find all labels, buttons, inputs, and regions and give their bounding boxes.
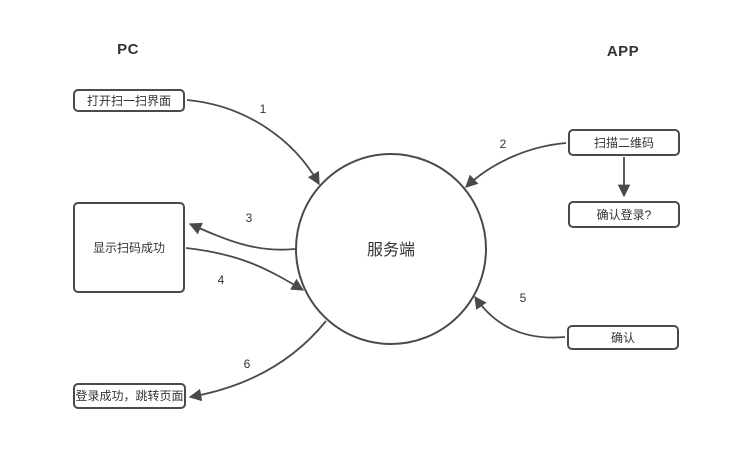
step-label-6: 6: [243, 357, 251, 371]
node-login-success-redirect: 登录成功，跳转页面: [73, 383, 186, 409]
node-show-scan-success: 显示扫码成功: [73, 202, 185, 293]
step-label-4: 4: [217, 273, 225, 287]
arrow-step-4: [185, 247, 305, 291]
step-label-2: 2: [499, 137, 507, 151]
server-label: 服务端: [366, 242, 416, 259]
arrow-step-6: [188, 320, 327, 402]
node-confirm: 确认: [567, 325, 679, 350]
node-open-scan-page: 打开扫一扫界面: [73, 89, 185, 112]
arrow-step-3: [188, 222, 296, 251]
node-confirm-login: 确认登录?: [568, 201, 680, 228]
lane-label-app: APP: [606, 43, 640, 60]
server-circle: [295, 153, 487, 345]
arrow-step-1: [186, 99, 320, 186]
node-confirm-label: 确认: [610, 330, 635, 345]
node-scan-qrcode-label: 扫描二维码: [593, 135, 654, 150]
arrow-step-2: [465, 142, 567, 188]
node-scan-qrcode: 扫描二维码: [568, 129, 680, 156]
step-label-3: 3: [245, 211, 253, 225]
step-label-5: 5: [519, 291, 527, 305]
lane-label-pc: PC: [117, 41, 139, 58]
node-login-success-redirect-label: 登录成功，跳转页面: [75, 389, 184, 403]
arrow-step-5: [474, 295, 566, 339]
node-confirm-login-label: 确认登录?: [596, 207, 652, 222]
node-open-scan-page-label: 打开扫一扫界面: [86, 93, 171, 108]
step-label-1: 1: [259, 102, 267, 116]
node-show-scan-success-label: 显示扫码成功: [92, 240, 165, 255]
